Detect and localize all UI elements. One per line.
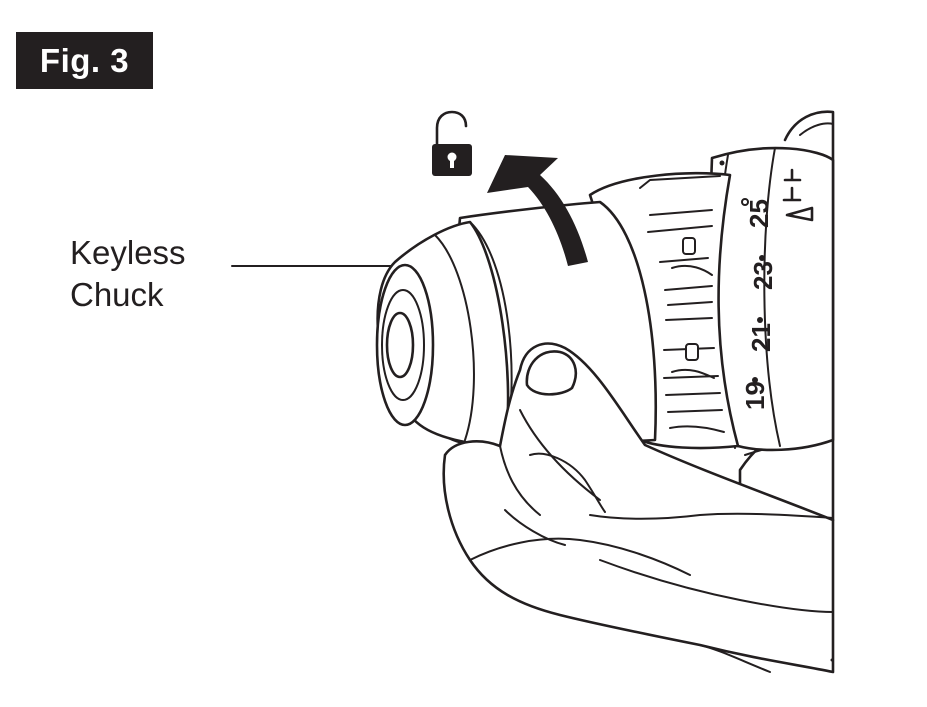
- unlocked-padlock-icon: [432, 110, 472, 176]
- callout-line-1: Keyless: [70, 234, 186, 271]
- hand: [442, 342, 835, 674]
- curved-arrow-icon: [487, 155, 588, 266]
- clutch-dot: [719, 160, 725, 166]
- callout-line-2: Chuck: [70, 276, 164, 313]
- scale-dot: [759, 255, 765, 261]
- scale-number: 25: [744, 199, 774, 228]
- scale-dot: [757, 317, 763, 323]
- clutch-scale: 19 21 23 25: [740, 168, 814, 410]
- scale-number: 23: [748, 261, 778, 290]
- drill-mode-icon: [782, 168, 802, 202]
- scale-number: 19: [740, 381, 770, 410]
- scale-dot: [741, 198, 749, 206]
- scale-number: 21: [746, 323, 776, 352]
- bit-mode-icon: [785, 206, 814, 222]
- scale-dot: [752, 377, 758, 383]
- keyless-chuck-callout: Keyless Chuck: [70, 232, 186, 316]
- figure-label: Fig. 3: [16, 32, 153, 89]
